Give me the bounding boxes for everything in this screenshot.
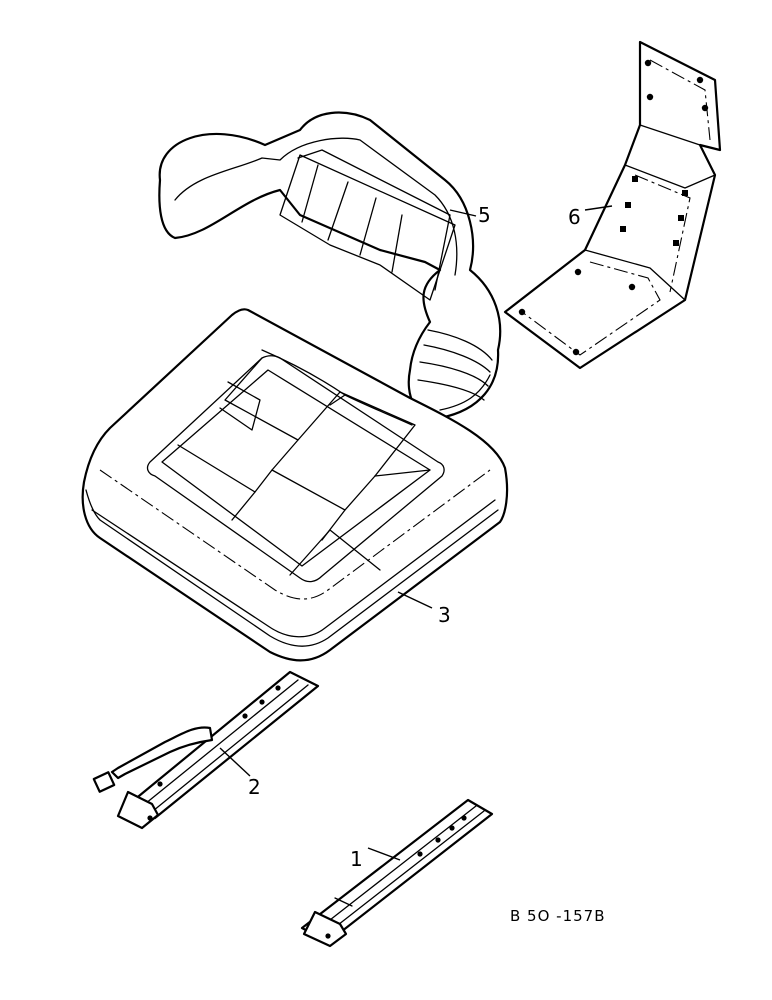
leader-line-2 xyxy=(219,747,251,777)
leader-line-6 xyxy=(584,205,613,211)
callout-1: 1 xyxy=(350,847,363,871)
callout-3: 3 xyxy=(438,603,451,627)
callout-2: 2 xyxy=(248,775,261,799)
callout-5: 5 xyxy=(478,203,491,227)
leader-line-1 xyxy=(367,847,401,861)
seat-cushion-part xyxy=(81,308,509,662)
slide-rail-part xyxy=(300,798,494,948)
callout-6: 6 xyxy=(568,205,581,229)
reference-code: B 5O -157B xyxy=(510,907,606,925)
leader-line-5 xyxy=(449,209,477,217)
leader-line-3 xyxy=(397,591,433,609)
slide-rail-with-lever-part xyxy=(92,670,320,830)
backrest-part xyxy=(158,111,502,420)
mounting-bracket-part xyxy=(503,40,722,370)
